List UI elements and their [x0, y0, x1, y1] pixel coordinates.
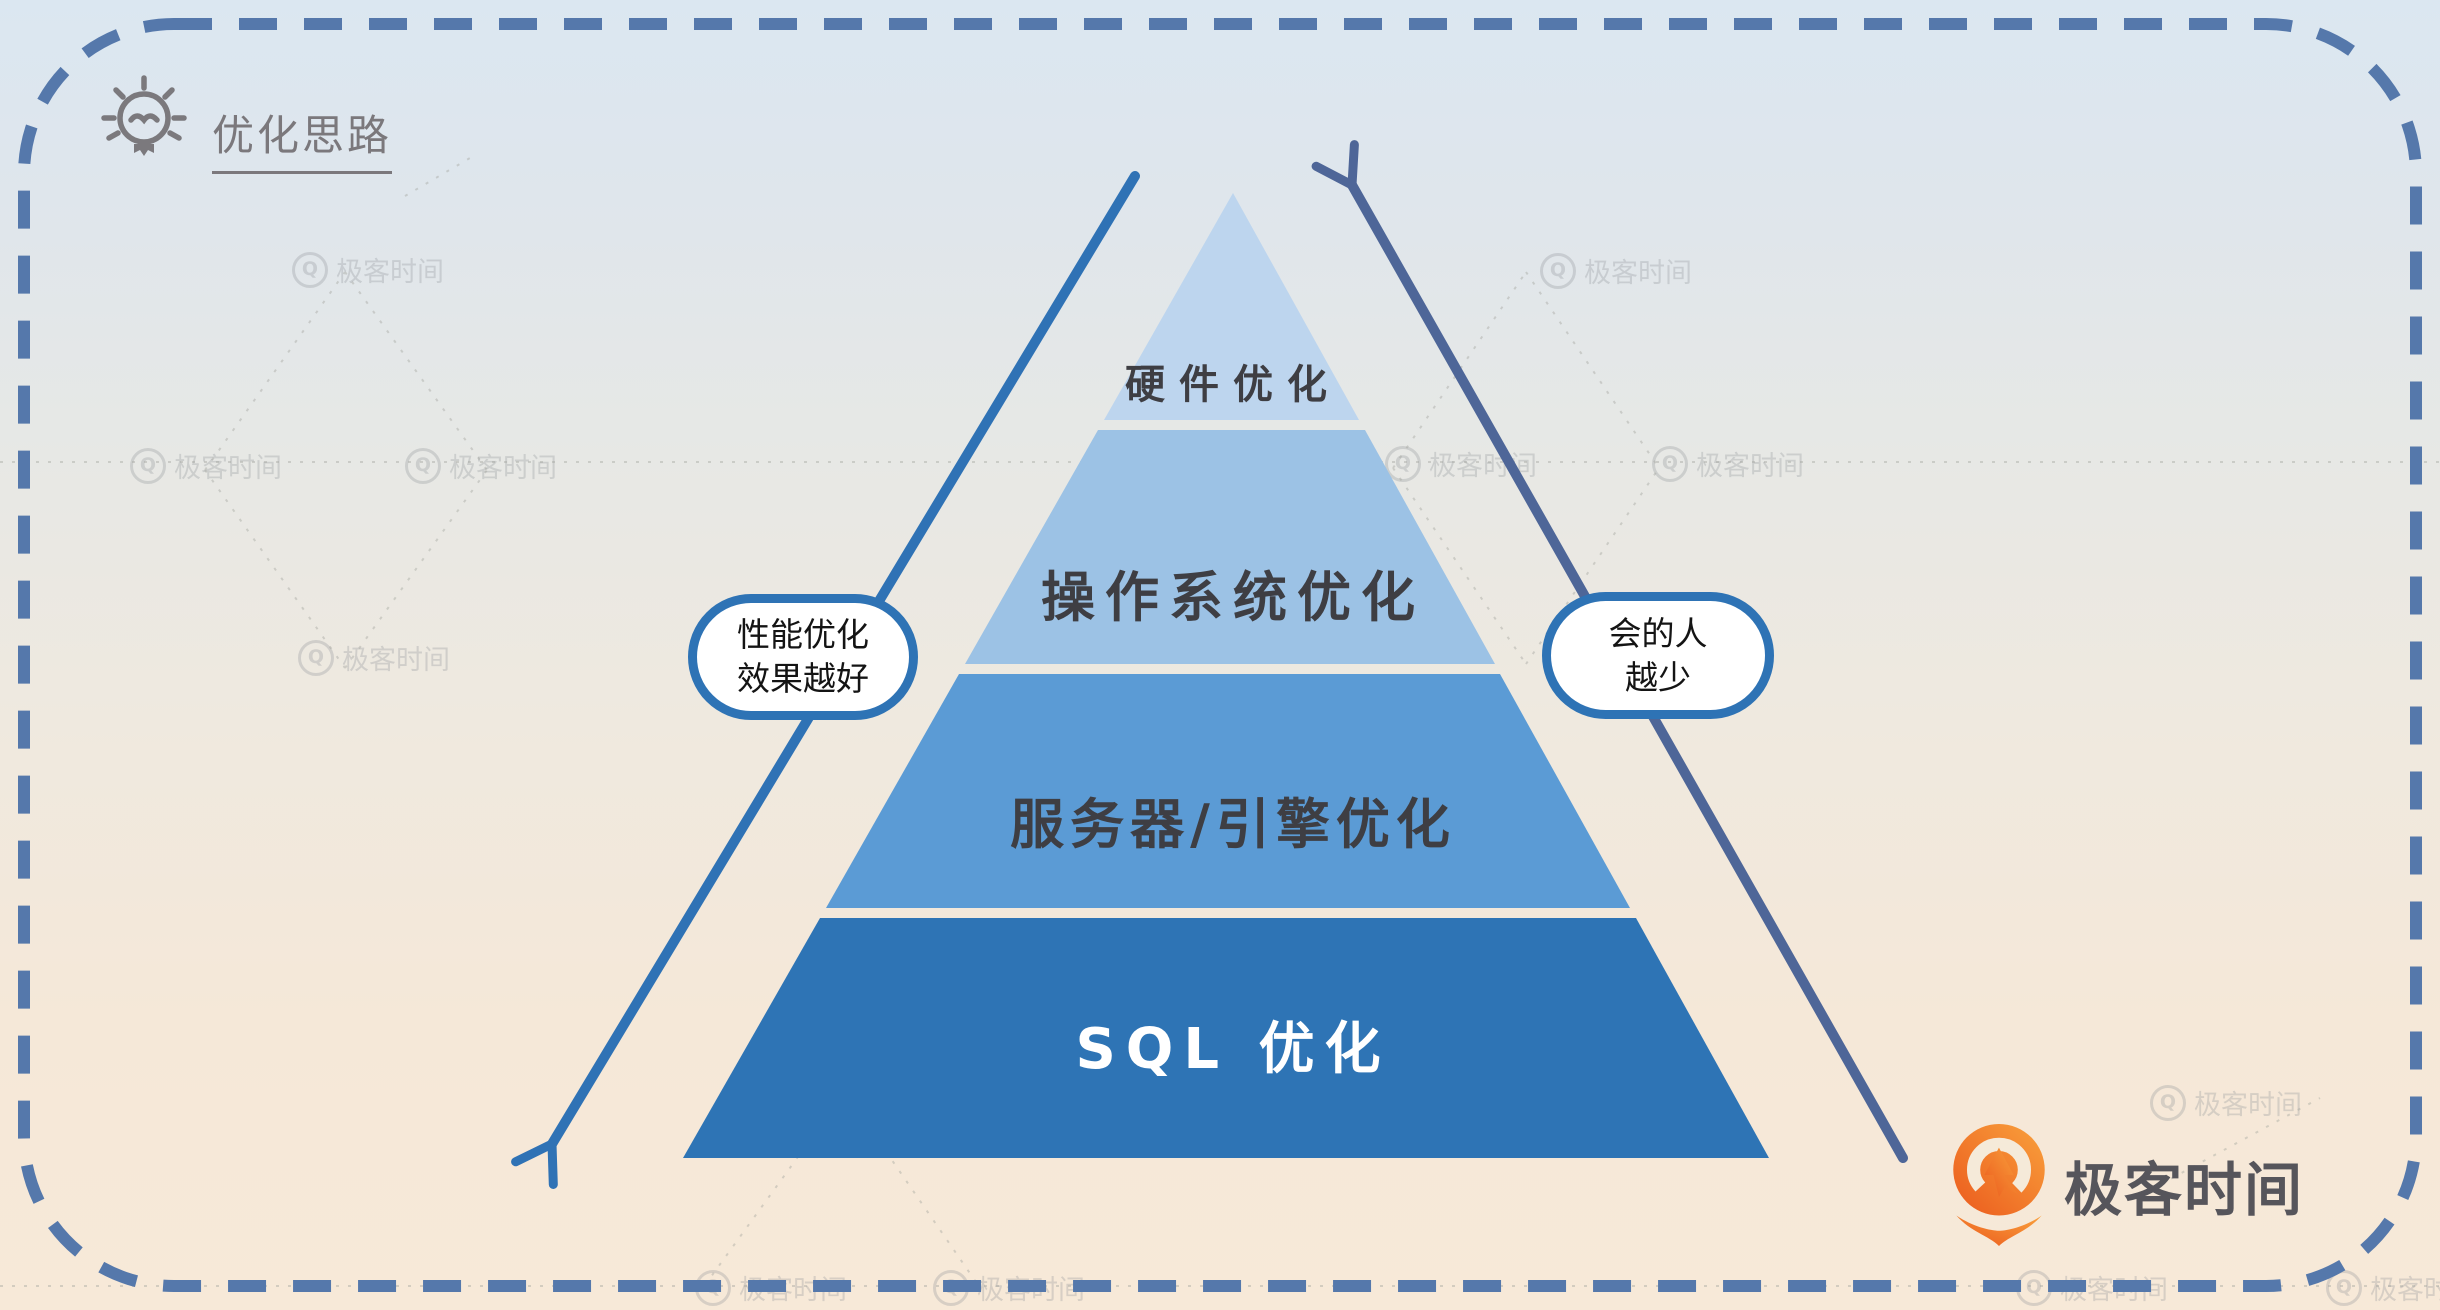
geektime-q-icon: Q	[1652, 445, 1688, 482]
watermark-label: 极客时间	[1584, 258, 1692, 289]
geektime-logo-text: 极客时间	[2064, 1156, 2305, 1224]
watermark-label: 极客时间	[336, 257, 444, 288]
geektime-q-icon: Q	[298, 639, 334, 676]
layer-label-os: 操作系统优化	[1041, 566, 1425, 629]
page-title: 优化思路	[212, 102, 393, 174]
watermark: Q 极客时间	[405, 446, 557, 485]
watermark-label: 极客时间	[174, 453, 282, 484]
geektime-logo: 极客时间	[1948, 1122, 2304, 1248]
layer-label-server-engine: 服务器/引擎优化	[1010, 793, 1456, 856]
watermark: Q 极客时间	[130, 446, 282, 485]
callout-right-line1: 会的人	[1608, 613, 1708, 653]
layer-label-hardware: 硬件优化	[1125, 362, 1341, 408]
geektime-q-icon: Q	[1540, 252, 1576, 289]
watermark: Q 极客时间	[298, 638, 450, 677]
callout-left: 性能优化 效果越好	[688, 594, 918, 720]
layer-label-sql: SQL 优化	[1075, 1017, 1391, 1082]
watermark: Q 极客时间	[1540, 251, 1692, 290]
geektime-q-icon: Q	[292, 251, 328, 288]
pyramid	[683, 193, 1769, 1158]
geektime-q-icon: Q	[130, 447, 166, 484]
watermark: Q 极客时间	[1652, 444, 1804, 483]
watermark-label: 极客时间	[1696, 451, 1804, 482]
dashed-frame	[18, 18, 2422, 1292]
geektime-q-icon: Q	[1385, 445, 1421, 482]
watermark-label: 极客时间	[449, 453, 557, 484]
header: 优化思路	[94, 74, 393, 174]
geektime-q-icon: Q	[405, 447, 441, 484]
callout-left-line2: 效果越好	[737, 659, 869, 698]
watermark-label: 极客时间	[342, 645, 450, 676]
callout-right: 会的人 越少	[1542, 592, 1774, 719]
callout-left-line1: 性能优化	[737, 615, 869, 654]
pyramid-layer-hardware	[1104, 193, 1359, 420]
pyramid-layer-os	[965, 430, 1495, 664]
lightbulb-icon	[101, 75, 187, 156]
watermark-label: 极客时间	[2370, 1275, 2440, 1306]
pyramid-layer-server-engine	[826, 674, 1630, 908]
watermark-label: 极客时间	[2194, 1090, 2302, 1121]
watermark: Q 极客时间	[292, 250, 444, 289]
watermark: Q 极客时间	[2150, 1083, 2302, 1122]
geektime-logo-icon	[1953, 1124, 2045, 1246]
watermark-lattice	[0, 157, 2440, 1287]
geektime-q-icon: Q	[2150, 1084, 2186, 1121]
pyramid-layer-sql	[683, 918, 1769, 1158]
callout-right-line2: 越少	[1625, 657, 1691, 697]
